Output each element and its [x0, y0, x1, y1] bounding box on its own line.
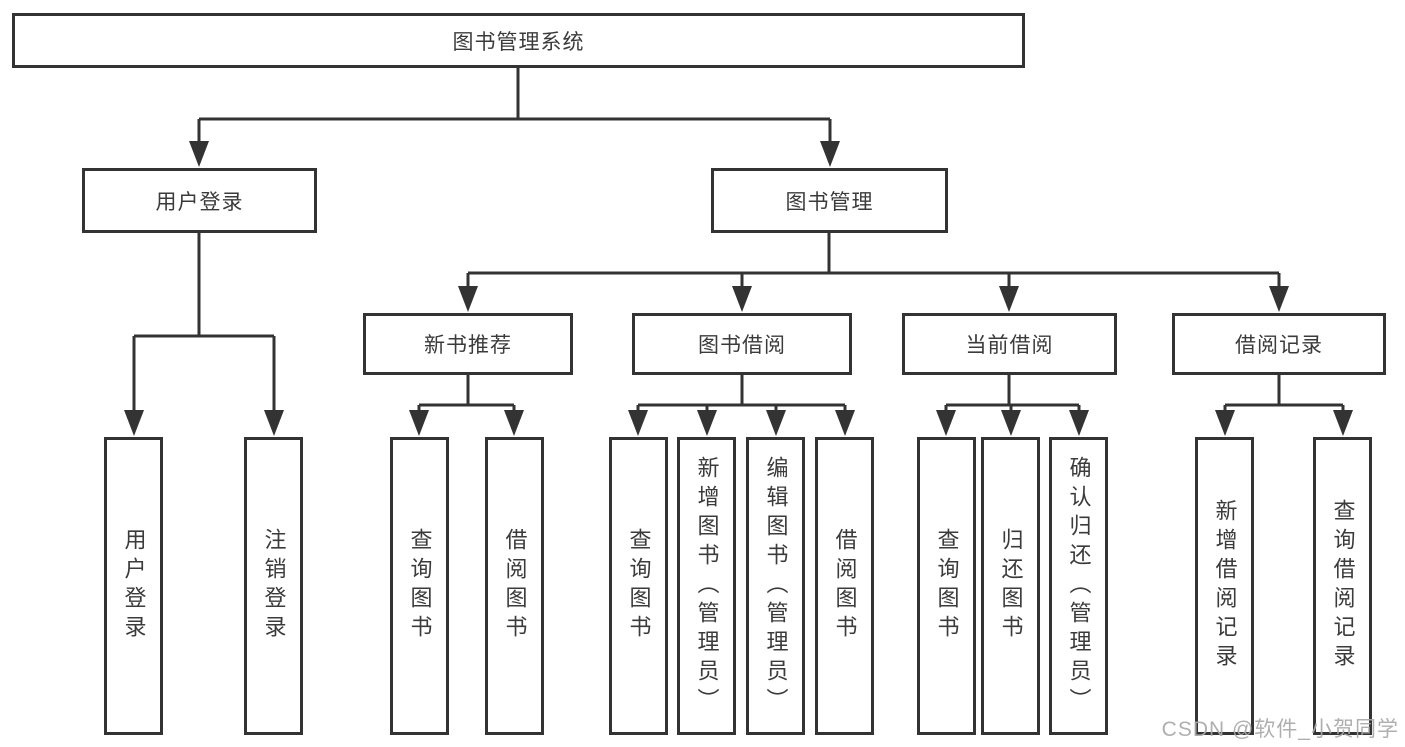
- node-new-book-recommend: 新书推荐: [363, 313, 573, 375]
- arrowhead-down-icon: [1269, 286, 1289, 312]
- arrowhead-down-icon: [628, 410, 648, 436]
- node-book-borrow: 图书借阅: [632, 313, 852, 375]
- connector-line: [132, 233, 276, 414]
- node-label: 查询图书: [626, 528, 652, 644]
- arrowhead-down-icon: [766, 410, 786, 436]
- node-label: 归还图书: [998, 528, 1024, 644]
- node-label: 图书管理: [785, 190, 874, 214]
- node-label: 图书管理系统: [452, 30, 585, 54]
- leaf-borrow-edit-books-admin: 编辑图书（管理员）: [746, 437, 805, 735]
- arrowhead-down-icon: [504, 410, 524, 436]
- node-label: 新增图书（管理员）: [694, 455, 720, 717]
- leaf-logout: 注销登录: [244, 437, 303, 735]
- arrowhead-down-icon: [409, 410, 429, 436]
- node-label: 借阅图书: [832, 528, 858, 644]
- node-label: 查询图书: [407, 528, 433, 644]
- arrowhead-down-icon: [835, 410, 855, 436]
- connector-line: [636, 375, 847, 414]
- arrowhead-down-icon: [999, 286, 1019, 312]
- arrowhead-down-icon: [1215, 410, 1235, 436]
- node-label: 查询图书: [934, 528, 960, 644]
- arrowhead-down-icon: [732, 286, 752, 312]
- leaf-records-add-record: 新增借阅记录: [1195, 437, 1254, 735]
- edge-current-borrow-to-leaves: [936, 375, 1089, 436]
- edge-book-borrow-to-leaves: [628, 375, 855, 436]
- node-label: 用户登录: [155, 190, 244, 214]
- node-label: 图书借阅: [698, 334, 786, 357]
- node-label: 确认归还（管理员）: [1066, 455, 1092, 717]
- arrowhead-down-icon: [697, 410, 717, 436]
- arrowhead-down-icon: [936, 410, 956, 436]
- node-label: 新书推荐: [424, 334, 512, 357]
- arrowhead-down-icon: [1069, 410, 1089, 436]
- arrowhead-down-icon: [820, 141, 840, 167]
- leaf-recommend-borrow-books: 借阅图书: [485, 437, 544, 735]
- arrowhead-down-icon: [189, 141, 209, 167]
- arrowhead-down-icon: [458, 286, 478, 312]
- csdn-watermark: CSDN @软件_小贺同学: [1161, 718, 1399, 741]
- node-book-management: 图书管理: [711, 168, 948, 233]
- connector-line: [197, 68, 832, 146]
- edge-root-to-level2: [189, 68, 840, 167]
- arrowhead-down-icon: [124, 410, 144, 436]
- leaf-user-login: 用户登录: [104, 437, 163, 735]
- node-label: 借阅图书: [502, 528, 528, 644]
- arrowhead-down-icon: [1333, 410, 1353, 436]
- node-user-login: 用户登录: [82, 168, 317, 233]
- leaf-current-query-books: 查询图书: [917, 437, 976, 735]
- node-label: 编辑图书（管理员）: [763, 455, 789, 717]
- node-label: 用户登录: [121, 528, 147, 644]
- node-library-system: 图书管理系统: [12, 13, 1025, 68]
- node-label: 借阅记录: [1235, 334, 1323, 357]
- leaf-records-query-record: 查询借阅记录: [1313, 437, 1372, 735]
- leaf-borrow-borrow-books: 借阅图书: [815, 437, 874, 735]
- arrowhead-down-icon: [264, 410, 284, 436]
- node-label: 新增借阅记录: [1212, 499, 1238, 673]
- edge-borrow-records-to-leaves: [1215, 375, 1353, 436]
- leaf-current-confirm-return-admin: 确认归还（管理员）: [1049, 437, 1108, 735]
- edge-book-management-to-level3: [458, 233, 1289, 312]
- connector-line: [1223, 375, 1345, 414]
- leaf-current-return-books: 归还图书: [981, 437, 1040, 735]
- edge-new-book-recommend-to-leaves: [409, 375, 524, 436]
- node-borrow-records: 借阅记录: [1172, 313, 1386, 375]
- connector-line: [417, 375, 516, 414]
- node-label: 注销登录: [261, 528, 287, 644]
- connector-line: [944, 375, 1081, 414]
- node-label: 查询借阅记录: [1330, 499, 1356, 673]
- leaf-borrow-add-books-admin: 新增图书（管理员）: [677, 437, 736, 735]
- leaf-borrow-query-books: 查询图书: [609, 437, 668, 735]
- node-current-borrow: 当前借阅: [902, 313, 1117, 375]
- connector-line: [466, 233, 1281, 291]
- leaf-recommend-query-books: 查询图书: [390, 437, 449, 735]
- edge-user-login-to-leaves: [124, 233, 284, 436]
- node-label: 当前借阅: [965, 334, 1054, 357]
- arrowhead-down-icon: [1001, 410, 1021, 436]
